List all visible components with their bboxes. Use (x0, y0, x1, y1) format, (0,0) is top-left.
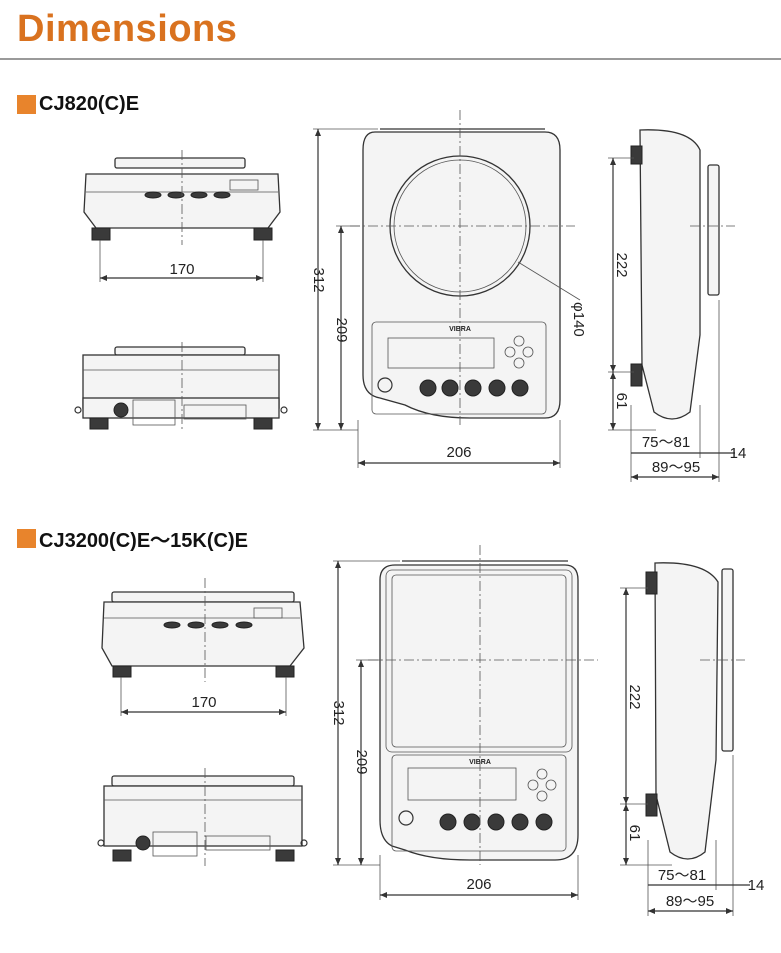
dim-front-width: 170 (169, 261, 194, 278)
dim-side-offset: 14 (730, 445, 747, 462)
orange-square-icon (17, 529, 36, 548)
dim-side-height-lower: 61 (626, 825, 643, 842)
dim-top-depth-inner: 209 (353, 749, 370, 774)
dim-top-width: 206 (466, 876, 491, 893)
rear-view-drawing (97, 768, 308, 866)
dim-side-width-b: 89～95 (652, 459, 700, 476)
top-view-drawing (313, 110, 581, 468)
section-title: CJ820(C)E (39, 93, 140, 115)
section-heading-cj820: CJ820(C)E (17, 93, 139, 116)
section-heading-cj3200: CJ3200(C)E～15K(C)E (17, 524, 248, 553)
dim-pan-diameter: φ140 (570, 302, 587, 337)
brand-label: VIBRA (469, 759, 491, 766)
dim-side-offset: 14 (748, 877, 765, 894)
page-title: Dimensions (17, 8, 238, 50)
side-view-drawing (608, 129, 735, 482)
dim-side-height-upper: 222 (626, 684, 643, 709)
dim-side-width-b: 89～95 (666, 893, 714, 910)
dim-top-depth-inner: 209 (333, 317, 350, 342)
dim-top-depth: 312 (330, 700, 347, 725)
dim-side-width-a: 75～81 (658, 867, 706, 884)
orange-square-icon (17, 95, 36, 114)
dim-side-height-upper: 222 (613, 252, 630, 277)
front-view-drawing (83, 150, 281, 282)
brand-label: VIBRA (449, 326, 471, 333)
title-divider (0, 58, 781, 60)
dim-side-height-lower: 61 (613, 393, 630, 410)
side-view-drawing (620, 562, 750, 916)
front-view-drawing (101, 578, 305, 716)
section-title: CJ3200(C)E～15K(C)E (39, 530, 248, 552)
dim-top-depth: 312 (310, 267, 327, 292)
dim-front-width: 170 (191, 694, 216, 711)
dim-top-width: 206 (446, 444, 471, 461)
top-view-drawing (333, 545, 598, 900)
rear-view-drawing (74, 342, 288, 432)
dim-side-width-a: 75～81 (642, 434, 690, 451)
